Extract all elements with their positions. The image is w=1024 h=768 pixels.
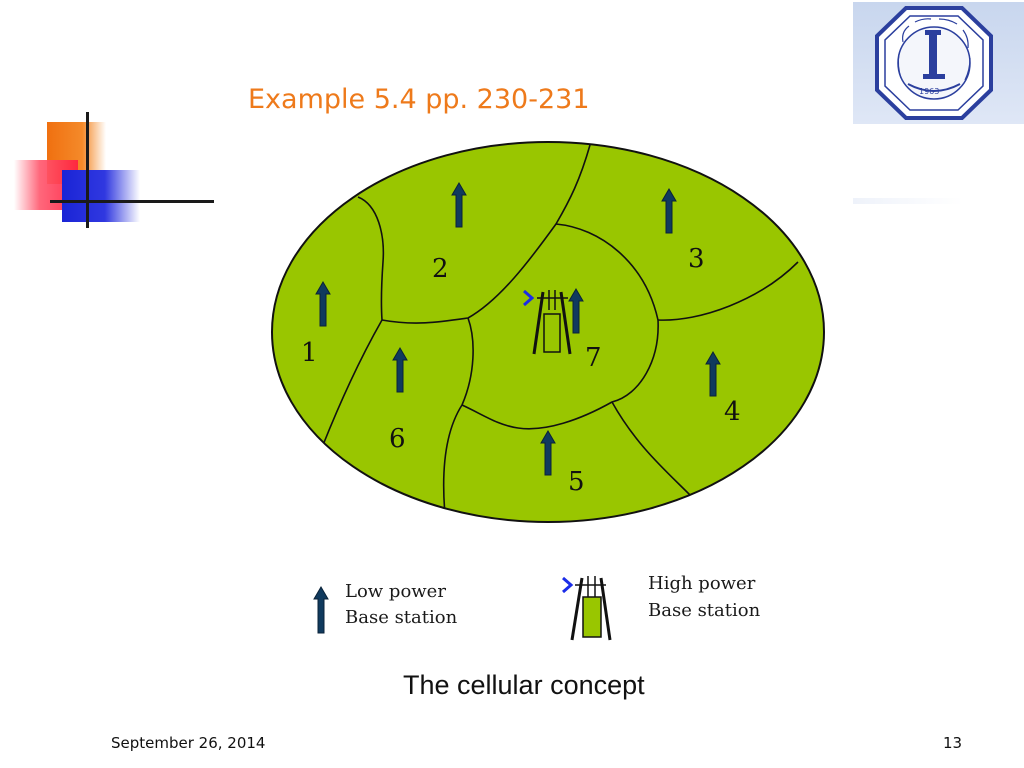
- legend-high-power-label: High power: [648, 573, 756, 594]
- legend-low-power-sublabel: Base station: [345, 607, 458, 628]
- low-power-base-station-icon: [313, 586, 329, 634]
- cellular-diagram: 1 2 3 4 5 6 7: [271, 141, 825, 523]
- cell-label-4: 4: [724, 397, 741, 427]
- logo-divider: [853, 198, 963, 204]
- cell-label-2: 2: [432, 254, 449, 284]
- university-seal-icon: 1963: [875, 6, 993, 120]
- legend-low-power-label: Low power: [345, 581, 446, 602]
- decor-vertical-line: [86, 112, 89, 228]
- cell-label-3: 3: [688, 244, 705, 274]
- decor-blue-square: [62, 170, 140, 222]
- decor-horizontal-line: [50, 200, 214, 203]
- legend: [313, 576, 612, 641]
- cell-label-1: 1: [301, 338, 318, 368]
- cell-label-5: 5: [568, 467, 585, 497]
- legend-high-power-sublabel: Base station: [648, 600, 761, 621]
- cell-label-7: 7: [585, 343, 602, 373]
- footer-page-number: 13: [943, 734, 963, 752]
- university-logo: 1963: [853, 2, 1024, 124]
- slide-title: Example 5.4 pp. 230-231: [248, 84, 590, 115]
- cell-boundaries: [322, 144, 799, 522]
- high-power-base-station-icon: [562, 576, 612, 641]
- cell-label-6: 6: [389, 424, 406, 454]
- logo-seal-text: 1963: [919, 87, 939, 96]
- footer-date: September 26, 2014: [111, 734, 266, 752]
- figure-caption: The cellular concept: [403, 670, 645, 700]
- high-power-base-station-icon: [523, 289, 572, 355]
